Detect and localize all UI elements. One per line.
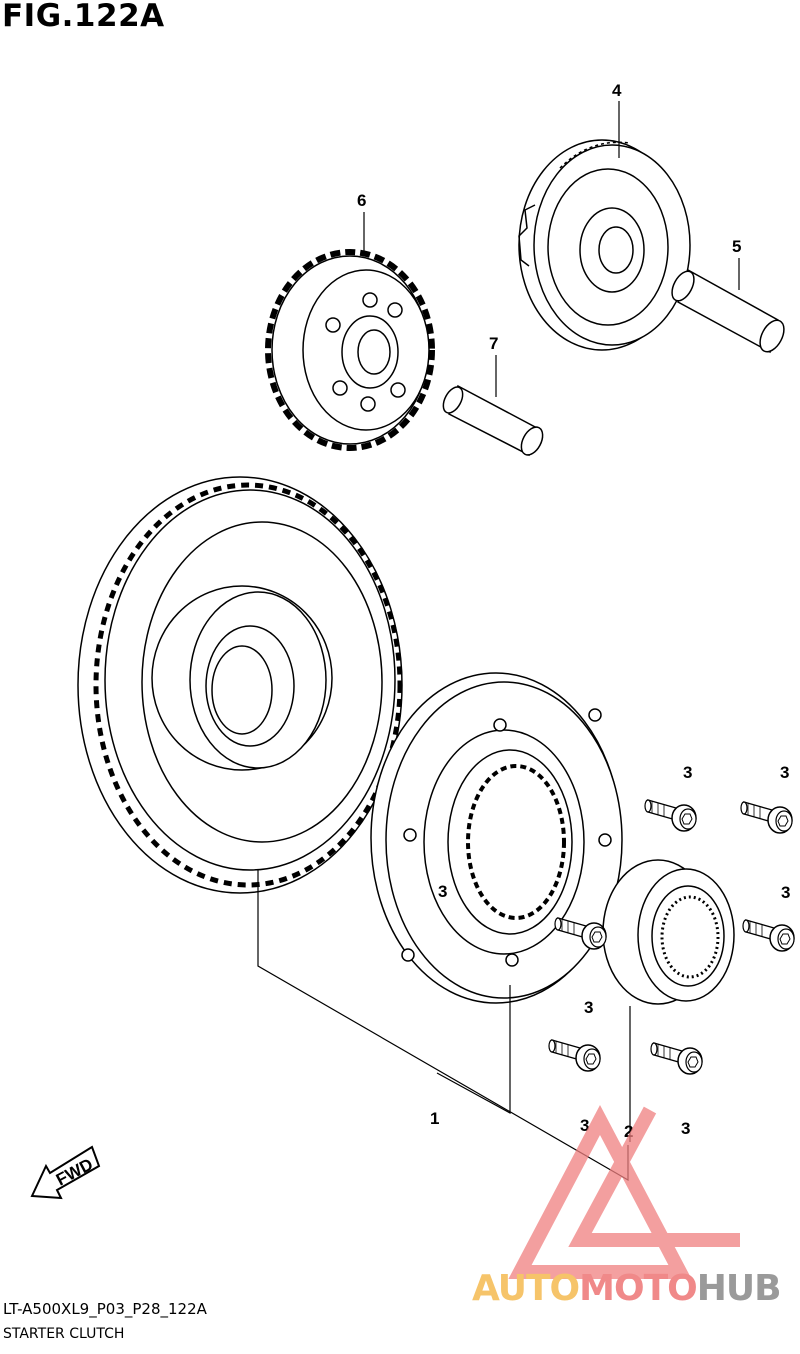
diagram-code: LT-A500XL9_P03_P28_122A [3,1300,207,1318]
one-way-clutch [370,672,623,1004]
callout-3d: 3 [438,882,447,901]
callout-3f: 3 [580,1116,589,1135]
watermark-text: AUTOMOTOHUB [472,1268,782,1309]
callout-3b: 3 [780,763,789,782]
callout-3g: 3 [681,1119,690,1138]
callout-7: 7 [489,334,498,353]
callout-4: 4 [612,81,622,100]
bearing-2 [602,859,735,1005]
callout-6: 6 [357,191,366,210]
watermark-logo [508,1104,740,1279]
ring-gear [77,476,403,894]
callout-5: 5 [732,237,741,256]
fwd-arrow: FWD [30,1145,101,1200]
shaft-7 [442,384,544,457]
callout-3c: 3 [781,883,790,902]
callout-3a: 3 [683,763,692,782]
gear-4 [518,139,691,351]
diagram-caption: STARTER CLUTCH [3,1326,125,1342]
callout-3e: 3 [584,998,593,1017]
gear-6 [265,249,435,451]
callout-1: 1 [430,1109,439,1128]
callout-2: 2 [624,1122,633,1141]
shaft-5 [671,268,785,354]
figure-title: FIG.122A [2,0,165,34]
